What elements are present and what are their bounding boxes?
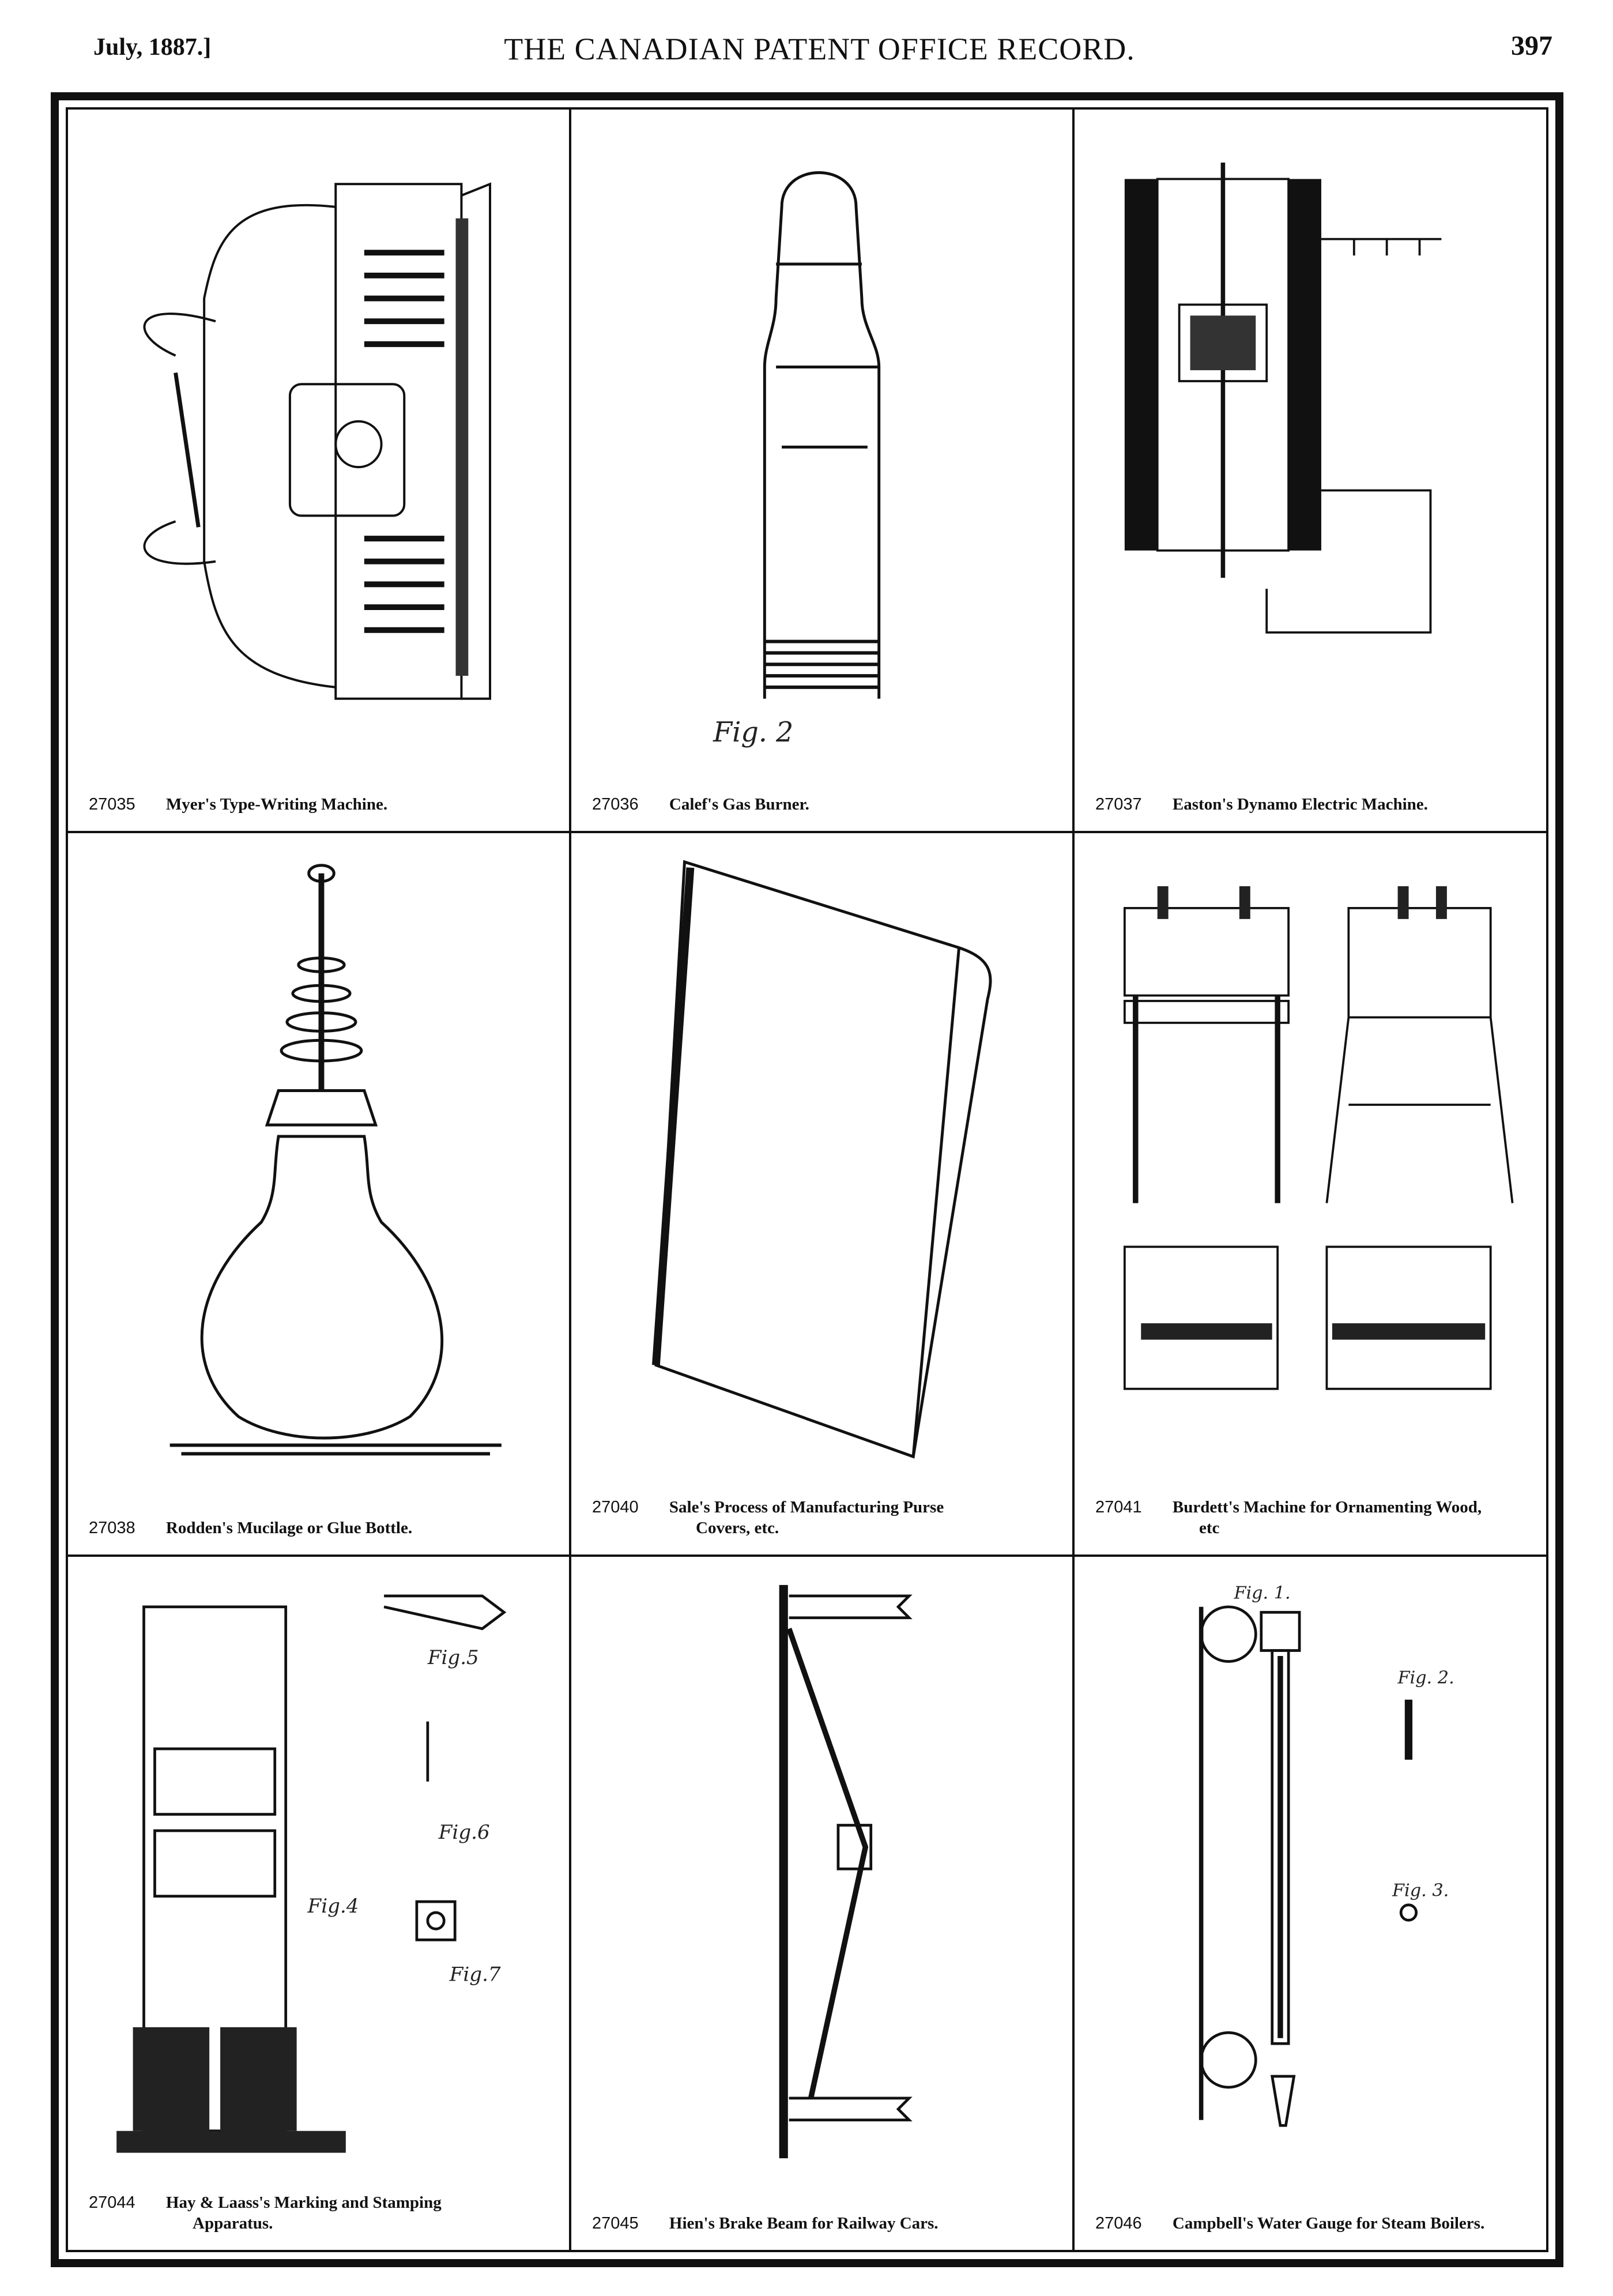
brake-beam-illustration (779, 1584, 913, 2159)
patent-number: 27046 (1095, 2214, 1142, 2233)
figure-label: Fig. 3. (1392, 1881, 1449, 1901)
purse-cover-illustration (651, 860, 992, 1459)
patent-number: 27041 (1095, 1498, 1142, 1516)
figure-caption: 27044 Hay & Laass's Marking and Stamping… (89, 2192, 557, 2234)
figure-label: Fig. 2 (713, 717, 793, 748)
wood-ornamenting-machine-illustration (1123, 886, 1514, 1390)
gas-burner-illustration: Fig. 2 (713, 171, 881, 748)
figure-label: Fig. 2. (1397, 1668, 1454, 1688)
patent-number: 27040 (592, 1498, 639, 1516)
dynamo-illustration (1124, 163, 1442, 634)
patent-number: 27044 (89, 2193, 135, 2212)
figure-caption: 27045 Hien's Brake Beam for Railway Cars… (592, 2213, 1061, 2234)
figure-cell-27041: 27041 Burdett's Machine for Ornamenting … (1075, 833, 1546, 1557)
invention-title: Calef's Gas Burner. (669, 795, 809, 814)
figure-caption: 27037 Easton's Dynamo Electric Machine. (1095, 794, 1535, 815)
figure-label: Fig. 1. (1233, 1583, 1290, 1604)
figure-caption: 27040 Sale's Process of Manufacturing Pu… (592, 1497, 1061, 1538)
patent-number: 27037 (1095, 795, 1142, 814)
page-number: 397 (1511, 31, 1552, 61)
figure-cell-27035: 27035 Myer's Type-Writing Machine. (68, 110, 571, 833)
figure-caption: 27046 Campbell's Water Gauge for Steam B… (1095, 2213, 1535, 2234)
figure-label: Fig.7 (449, 1963, 501, 1986)
invention-title: Hien's Brake Beam for Railway Cars. (669, 2214, 939, 2233)
invention-title: Easton's Dynamo Electric Machine. (1172, 795, 1428, 814)
figure-caption: 27038 Rodden's Mucilage or Glue Bottle. (89, 1518, 557, 1538)
figure-label: Fig.6 (438, 1821, 490, 1844)
figure-grid: 27035 Myer's Type-Writing Machine. (66, 107, 1548, 2252)
patent-number: 27036 (592, 795, 639, 814)
figure-label: Fig.5 (427, 1646, 479, 1669)
stamping-apparatus-illustration: Fig.5 Fig.6 Fig.4 Fig.7 (116, 1594, 507, 2153)
figure-label: Fig.4 (307, 1895, 359, 1918)
invention-title: Myer's Type-Writing Machine. (165, 795, 388, 814)
page-title: THE CANADIAN PATENT OFFICE RECORD. (504, 32, 1135, 66)
typewriter-illustration (143, 182, 492, 700)
invention-title-continued: etc (1199, 1519, 1220, 1537)
figure-cell-27046: Fig. 1. Fig. 2. Fig. 3. 27046 Campbell's… (1075, 1557, 1546, 2250)
figure-caption: 27036 Calef's Gas Burner. (592, 794, 1061, 815)
water-gauge-illustration: Fig. 1. Fig. 2. Fig. 3. (1199, 1583, 1454, 2127)
figure-caption: 27041 Burdett's Machine for Ornamenting … (1095, 1497, 1535, 1538)
figure-plate-frame: 27035 Myer's Type-Writing Machine. (51, 92, 1563, 2267)
glue-bottle-illustration (169, 864, 502, 1456)
patent-number: 27045 (592, 2214, 639, 2233)
figure-cell-27037: 27037 Easton's Dynamo Electric Machine. (1075, 110, 1546, 833)
page-header: July, 1887.] THE CANADIAN PATENT OFFICE … (86, 29, 1552, 75)
figure-caption: 27035 Myer's Type-Writing Machine. (89, 794, 557, 815)
patent-number: 27038 (89, 1519, 135, 1537)
figure-cell-27038: 27038 Rodden's Mucilage or Glue Bottle. (68, 833, 571, 1557)
patent-number: 27035 (89, 795, 135, 814)
invention-title: Rodden's Mucilage or Glue Bottle. (165, 1519, 413, 1537)
invention-title: Burdett's Machine for Ornamenting Wood, (1172, 1498, 1482, 1516)
figure-cell-27040: 27040 Sale's Process of Manufacturing Pu… (571, 833, 1075, 1557)
figure-cell-27036: Fig. 2 27036 Calef's Gas Burner. (571, 110, 1075, 833)
figure-cell-27044: Fig.5 Fig.6 Fig.4 Fig.7 27044 Hay & Laas… (68, 1557, 571, 2250)
invention-title-continued: Apparatus. (193, 2214, 273, 2233)
invention-title: Hay & Laass's Marking and Stamping (165, 2193, 442, 2212)
figure-cell-27045: 27045 Hien's Brake Beam for Railway Cars… (571, 1557, 1075, 2250)
header-date: July, 1887.] (93, 34, 212, 61)
invention-title: Campbell's Water Gauge for Steam Boilers… (1172, 2214, 1485, 2233)
invention-title: Sale's Process of Manufacturing Purse (669, 1498, 944, 1516)
invention-title-continued: Covers, etc. (696, 1519, 779, 1537)
